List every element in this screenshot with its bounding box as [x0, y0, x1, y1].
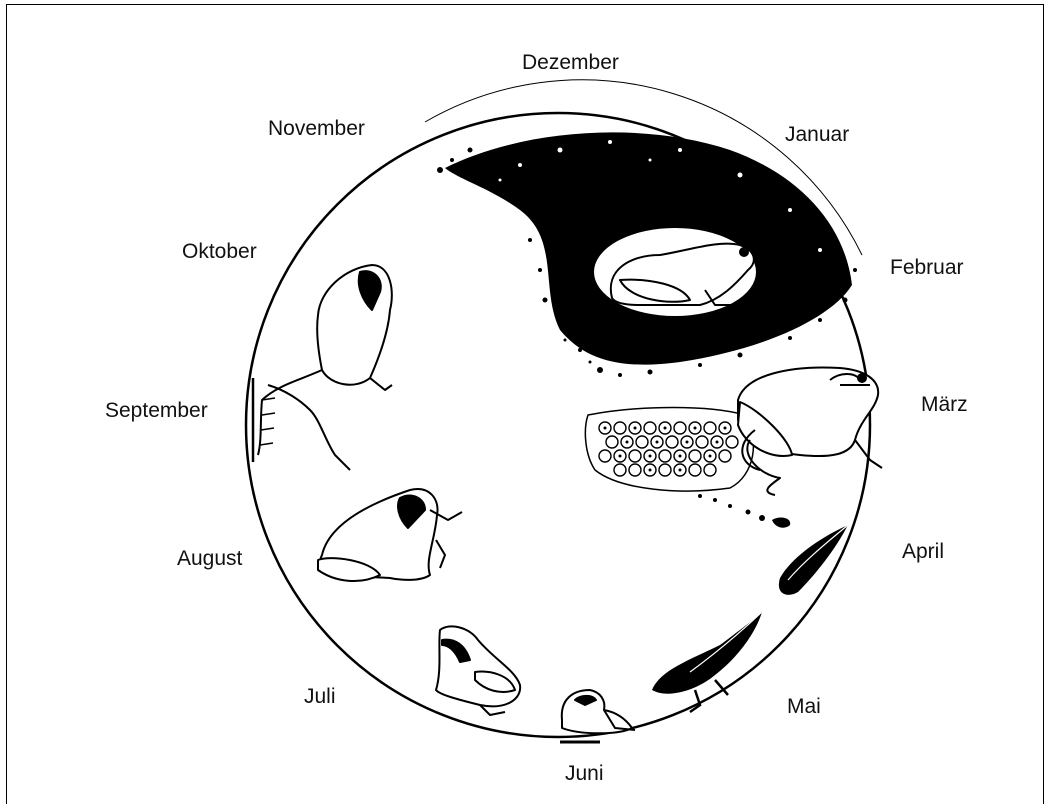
month-label-juni: Juni	[565, 763, 604, 784]
month-label-mai: Mai	[787, 696, 821, 717]
month-label-oktober: Oktober	[182, 241, 257, 262]
month-label-februar: Februar	[890, 257, 964, 278]
month-label-dezember: Dezember	[522, 52, 619, 73]
month-label-april: April	[902, 541, 944, 562]
month-label-august: August	[177, 548, 242, 569]
month-label-januar: Januar	[785, 124, 849, 145]
month-label-maerz: März	[921, 394, 968, 415]
month-label-november: November	[268, 118, 365, 139]
month-label-september: September	[105, 400, 208, 421]
month-label-juli: Juli	[304, 686, 336, 707]
